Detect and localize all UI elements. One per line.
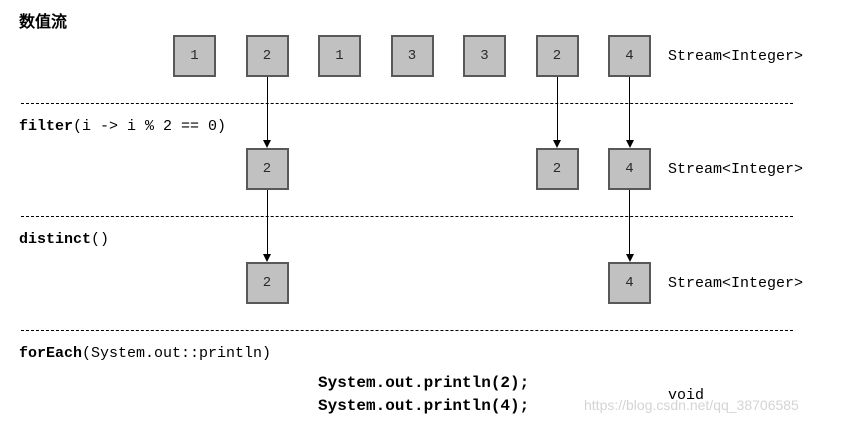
console-output-line: System.out.println(4); [318,397,530,415]
flow-arrow [629,190,630,255]
stream-element-box-after-filter: 2 [535,148,579,190]
operation-label-filter: filter(i -> i % 2 == 0) [19,118,227,135]
stream-element-box-after-distinct: 2 [245,262,289,304]
console-output-line: System.out.println(2); [318,374,530,392]
stream-element-box-source-stream: 3 [463,35,506,77]
watermark-url: https://blog.csdn.net/qq_38706585 [584,397,799,413]
flow-arrow [266,77,268,141]
operation-label-foreach: forEach(System.out::println) [19,345,272,362]
flow-arrow [266,190,268,255]
operation-keyword: distinct [19,231,92,248]
section-separator [21,330,793,331]
stream-element-box-source-stream: 2 [535,35,579,77]
stream-element-box-source-stream: 4 [608,35,651,77]
stream-element-box-after-filter: 4 [608,148,651,190]
flow-arrow-head-icon [625,254,634,262]
stream-element-box-after-distinct: 4 [608,262,651,304]
flow-arrow-head-icon [263,140,271,148]
diagram-title: 数值流 [19,14,68,31]
stream-element-box-source-stream: 1 [318,35,361,77]
stream-type-label: Stream<Integer> [668,275,804,292]
flow-arrow [629,77,630,141]
flow-arrow-head-icon [625,140,634,148]
stream-element-box-source-stream: 3 [390,35,434,77]
flow-arrow-head-icon [263,254,271,262]
stream-element-box-source-stream: 1 [173,35,216,77]
stream-element-box-after-filter: 2 [245,148,289,190]
section-separator [21,216,793,217]
flow-arrow [556,77,558,141]
flow-arrow-head-icon [553,140,561,148]
stream-type-label: Stream<Integer> [668,161,804,178]
section-separator [21,103,793,104]
operation-keyword: forEach [19,345,83,362]
operation-keyword: filter [19,118,74,135]
operation-label-distinct: distinct() [19,231,110,248]
stream-element-box-source-stream: 2 [245,35,289,77]
result-type-label: void [668,387,705,404]
stream-type-label: Stream<Integer> [668,48,804,65]
